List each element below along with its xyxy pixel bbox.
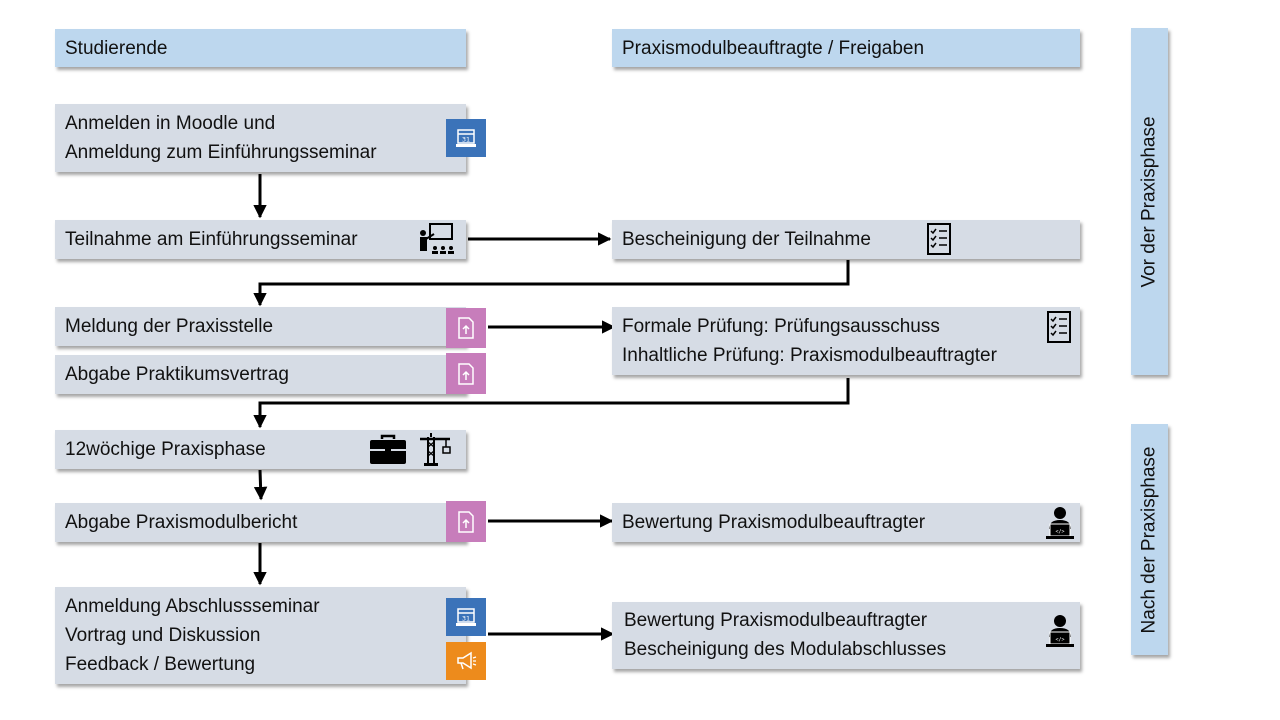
step-final-grading-line-2: Bescheinigung des Modulabschlusses: [624, 639, 947, 660]
step-report-grading-label: Bewertung Praxismodulbeauftragter: [622, 512, 926, 533]
checklist-icon: [927, 223, 951, 255]
file-upload-icon: [458, 510, 474, 533]
step-formal-content-review: Formale Prüfung: Prüfungsausschuss Inhal…: [612, 307, 1080, 375]
upload-badge: [446, 308, 486, 348]
announce-badge: [446, 642, 486, 680]
arrow-review-to-practice: [253, 378, 850, 429]
calendar-badge: 31: [446, 598, 486, 636]
header-officers-label: Praxismodulbeauftragte / Freigaben: [622, 37, 925, 59]
checklist-icon: [1047, 311, 1071, 343]
file-upload-icon: [458, 317, 474, 339]
briefcase-icon: [370, 434, 406, 464]
step-final-line-2: Vortrag und Diskussion: [65, 625, 261, 646]
header-students-label: Studierende: [65, 37, 168, 59]
phase-before: Vor der Praxisphase: [1131, 28, 1168, 375]
step-review-line-1: Formale Prüfung: Prüfungsausschuss: [622, 316, 940, 337]
person-laptop-icon: </>: [1046, 615, 1074, 647]
step-placement-report: Meldung der Praxisstelle: [55, 307, 466, 346]
svg-text:</>: </>: [1055, 637, 1064, 643]
person-laptop-icon: </>: [1046, 507, 1074, 539]
step-moodle-line-1: Anmelden in Moodle und: [65, 113, 276, 134]
calendar-icon: 31: [456, 129, 476, 147]
step-moodle-registration: Anmelden in Moodle und Anmeldung zum Ein…: [55, 104, 466, 172]
step-review-line-2: Inhaltliche Prüfung: Praxismodulbeauftra…: [622, 345, 997, 366]
step-report-submission: Abgabe Praxismodulbericht: [55, 503, 466, 542]
calendar-icon: 31: [456, 608, 476, 626]
step-report-grading: Bewertung Praxismodulbeauftragter: [612, 503, 1080, 542]
step-final-line-1: Anmeldung Abschlussseminar: [65, 596, 320, 617]
step-certificate-label: Bescheinigung der Teilnahme: [622, 229, 871, 250]
header-students: Studierende: [55, 29, 466, 67]
phase-after-label: Nach der Praxisphase: [1138, 446, 1160, 633]
step-attendance-certificate: Bescheinigung der Teilnahme: [612, 220, 1080, 259]
phase-before-label: Vor der Praxisphase: [1138, 115, 1160, 288]
step-final-grading-line-1: Bewertung Praxismodulbeauftragter: [624, 610, 928, 631]
step-seminar-attendance: Teilnahme am Einführungsseminar: [55, 220, 466, 259]
step-report-label: Abgabe Praxismodulbericht: [65, 512, 298, 533]
file-upload-icon: [458, 362, 474, 385]
arrow-practice-to-report: [253, 469, 268, 501]
step-practice-label: 12wöchige Praxisphase: [65, 439, 266, 460]
step-contract-submission: Abgabe Praktikumsvertrag: [55, 355, 466, 394]
step-contract-label: Abgabe Praktikumsvertrag: [65, 364, 289, 385]
crane-icon: [420, 433, 451, 466]
arrow-certificate-to-placement: [253, 260, 850, 307]
step-final-grading: Bewertung Praxismodulbeauftragter Besche…: [612, 602, 1080, 669]
svg-text:</>: </>: [1055, 529, 1064, 535]
calendar-badge: 31: [446, 119, 486, 157]
presentation-icon: [420, 223, 454, 254]
step-seminar-label: Teilnahme am Einführungsseminar: [65, 229, 358, 250]
phase-after: Nach der Praxisphase: [1131, 424, 1168, 655]
svg-text:31: 31: [462, 136, 470, 144]
upload-badge: [446, 501, 486, 542]
upload-badge: [446, 353, 486, 394]
svg-text:31: 31: [462, 615, 470, 623]
header-officers: Praxismodulbeauftragte / Freigaben: [612, 29, 1080, 67]
megaphone-icon: [457, 651, 477, 670]
step-placement-label: Meldung der Praxisstelle: [65, 316, 274, 337]
step-moodle-line-2: Anmeldung zum Einführungsseminar: [65, 142, 377, 163]
step-final-line-3: Feedback / Bewertung: [65, 654, 256, 675]
step-final-seminar: Anmeldung Abschlussseminar Vortrag und D…: [55, 587, 466, 684]
